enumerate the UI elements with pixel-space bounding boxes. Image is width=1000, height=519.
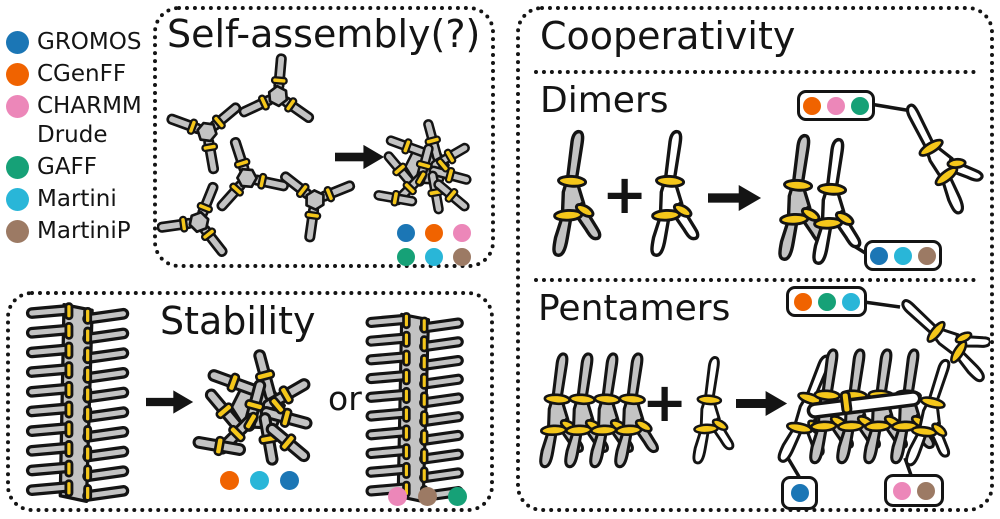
stability-aggregate-dots — [220, 471, 299, 490]
pentamers-single-tag — [781, 476, 818, 510]
panel-stability: Stability or — [6, 291, 494, 512]
stability-title: Stability — [160, 299, 316, 343]
aggregate-cluster — [193, 349, 314, 466]
aggregate-cluster — [374, 119, 473, 215]
panel-self-assembly: Self-assembly(?) — [153, 6, 495, 268]
gromos-dot — [397, 224, 415, 242]
legend: GROMOS CGenFF CHARMM Drude GAFF Martini … — [6, 28, 156, 246]
gaff-dot — [397, 248, 415, 266]
fibril-right — [367, 313, 463, 501]
charmm-drude-dot — [453, 224, 471, 242]
self-assembly-result-dots — [397, 224, 471, 266]
gromos-color-dot — [6, 31, 29, 54]
escaped-monomer — [888, 92, 990, 217]
section-divider — [534, 70, 976, 74]
stability-fibril-dots — [388, 487, 467, 506]
martini-dot — [894, 246, 912, 265]
legend-item-gromos: GROMOS — [6, 28, 156, 57]
monomer-white — [692, 355, 735, 465]
charmm-drude-dot — [388, 487, 407, 506]
or-label: or — [328, 379, 362, 418]
pentamers-escape-tag — [786, 286, 867, 317]
legend-label: MartiniP — [37, 218, 131, 244]
gromos-dot — [870, 246, 888, 265]
dimers-result-tag — [864, 240, 942, 271]
cgenff-dot — [803, 96, 821, 115]
charmm-drude-dot — [893, 481, 911, 500]
monomer-tripod — [233, 51, 317, 132]
legend-item-martinip: MartiniP — [6, 217, 156, 246]
gaff-dot — [851, 96, 869, 115]
pentamer-cluster — [776, 348, 966, 473]
legend-label: GROMOS — [37, 29, 142, 55]
martini-dot — [841, 292, 860, 311]
cgenff-dot — [425, 224, 443, 242]
gaff-dot — [448, 487, 467, 506]
tag-wire — [869, 102, 913, 113]
fibril-left — [27, 304, 128, 502]
cooperativity-title: Cooperativity — [540, 14, 796, 58]
cooperativity-art — [539, 92, 990, 481]
gaff-color-dot — [6, 156, 29, 179]
dimer-white — [812, 137, 862, 265]
cgenff-dot — [220, 471, 239, 490]
legend-item-martini: Martini — [6, 185, 156, 214]
legend-item-gaff: GAFF — [6, 153, 156, 182]
tag-wire — [863, 300, 901, 309]
plus-sign: + — [642, 371, 688, 434]
pentamers-pair-tag — [884, 474, 944, 507]
dimers-heading: Dimers — [540, 80, 669, 121]
martini-dot — [250, 471, 269, 490]
martinip-dot — [418, 487, 437, 506]
legend-item-charmm-drude: CHARMM Drude — [6, 92, 156, 150]
martinip-dot — [453, 248, 471, 266]
arrow-icon — [146, 390, 194, 414]
legend-label: GAFF — [37, 154, 98, 180]
dimers-escape-tag — [797, 90, 875, 121]
legend-label: CGenFF — [37, 61, 127, 87]
monomer-white — [650, 129, 700, 257]
arrow-icon — [736, 390, 788, 417]
panel-cooperativity: Cooperativity Dimers + Pentamers + — [516, 6, 994, 512]
legend-label: Martini — [37, 186, 117, 212]
martinip-dot — [917, 481, 935, 500]
monomer-gray — [552, 129, 602, 257]
gaff-dot — [817, 292, 836, 311]
cgenff-color-dot — [6, 63, 29, 86]
self-assembly-title: Self-assembly(?) — [167, 12, 481, 56]
martini-color-dot — [6, 188, 29, 211]
charmm-drude-color-dot — [6, 95, 29, 118]
pentamers-heading: Pentamers — [538, 288, 731, 329]
arrow-icon — [335, 144, 385, 170]
martinip-dot — [918, 246, 936, 265]
martinip-color-dot — [6, 220, 29, 243]
martini-dot — [425, 248, 443, 266]
legend-label: CHARMM Drude — [37, 93, 142, 148]
cgenff-dot — [793, 292, 812, 311]
gromos-dot — [790, 484, 809, 502]
tetramer-stack — [539, 352, 660, 469]
charmm-drude-dot — [827, 96, 845, 115]
plus-sign: + — [602, 163, 648, 226]
legend-item-cgenff: CGenFF — [6, 60, 156, 89]
gromos-dot — [280, 471, 299, 490]
arrow-icon — [708, 184, 762, 212]
section-divider — [534, 278, 976, 282]
